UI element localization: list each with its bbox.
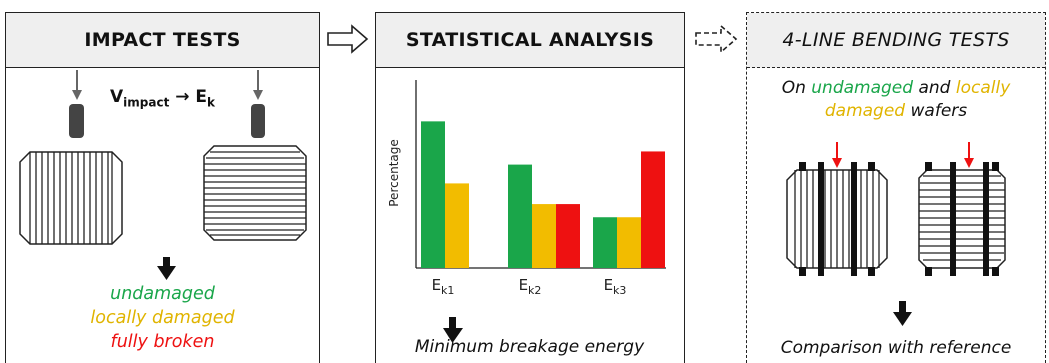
impact-tests-title: IMPACT TESTS <box>84 29 241 51</box>
bending-description: On undamaged and locally damaged wafers <box>747 77 1045 123</box>
stats-down-arrow <box>443 317 463 343</box>
outcome-locally-damaged: locally damaged <box>90 308 235 328</box>
bending-caption: Comparison with reference <box>780 338 1012 358</box>
impact-down-arrow <box>157 257 176 280</box>
chart-y-label: Percentage <box>387 139 401 207</box>
wafer-horizontal-lines <box>203 145 307 241</box>
x-tick-label-k3: Ek3 <box>604 276 627 297</box>
x-tick-label-k1: Ek1 <box>432 276 455 297</box>
desc-prefix: On <box>781 78 812 98</box>
stats-caption: Minimum breakage energy <box>414 337 645 357</box>
wafer-vertical-lines <box>19 151 123 245</box>
impact-outcomes: undamaged locally damaged fully broken <box>6 282 319 354</box>
x-tick-label-k2: Ek2 <box>519 276 542 297</box>
impact-indenter-left <box>69 70 84 138</box>
bending-illustration <box>786 142 1006 326</box>
desc-damaged: damaged <box>824 101 906 121</box>
bar-k3-series1 <box>593 217 617 268</box>
bar-k2-series3 <box>556 204 580 268</box>
bar-k1-series1 <box>421 121 445 268</box>
bar-k3-series3 <box>641 151 665 268</box>
bar-k2-series2 <box>532 204 556 268</box>
bending-tests-header: 4-LINE BENDING TESTS <box>747 13 1045 68</box>
connector-arrow-solid <box>327 24 369 54</box>
impact-formula: Vimpact → Ek <box>110 87 215 109</box>
impact-indenter-right <box>251 70 265 138</box>
bar-k2-series1 <box>508 164 532 268</box>
impact-tests-header: IMPACT TESTS <box>6 13 319 68</box>
statistical-analysis-title: STATISTICAL ANALYSIS <box>405 29 655 51</box>
desc-undamaged: undamaged <box>811 78 914 98</box>
formula-v: V <box>110 87 124 107</box>
outcome-undamaged: undamaged <box>110 284 215 304</box>
statistical-analysis-panel: STATISTICAL ANALYSIS Percentage Ek1 Ek2 Ek… <box>375 12 685 363</box>
desc-and: and <box>913 78 956 98</box>
statistical-analysis-header: STATISTICAL ANALYSIS <box>376 13 684 68</box>
formula-arrow: → <box>175 87 190 107</box>
bending-wafer-vertical <box>786 142 888 276</box>
bar-k1-series2 <box>445 183 469 268</box>
bending-down-arrow <box>893 301 912 326</box>
stats-caption-row: Minimum breakage energy <box>376 317 683 357</box>
impact-illustration <box>19 70 307 280</box>
formula-v-sub: impact <box>123 95 170 110</box>
bending-wafer-horizontal <box>918 142 1006 276</box>
desc-wafers: wafers <box>905 101 968 121</box>
bending-tests-panel: 4-LINE BENDING TESTS On undamaged and lo… <box>746 12 1046 363</box>
bar-k3-series2 <box>617 217 641 268</box>
outcome-fully-broken: fully broken <box>110 332 215 352</box>
formula-e-sub: k <box>207 95 216 110</box>
breakage-chart: Percentage Ek1 Ek2 Ek3 <box>387 80 666 297</box>
formula-e: E <box>195 87 208 107</box>
impact-tests-panel: IMPACT TESTS Vimpact → Ek <box>5 12 320 363</box>
desc-locally: locally <box>955 78 1011 98</box>
bending-tests-title: 4-LINE BENDING TESTS <box>782 29 1010 51</box>
connector-arrow-dashed <box>695 24 738 54</box>
